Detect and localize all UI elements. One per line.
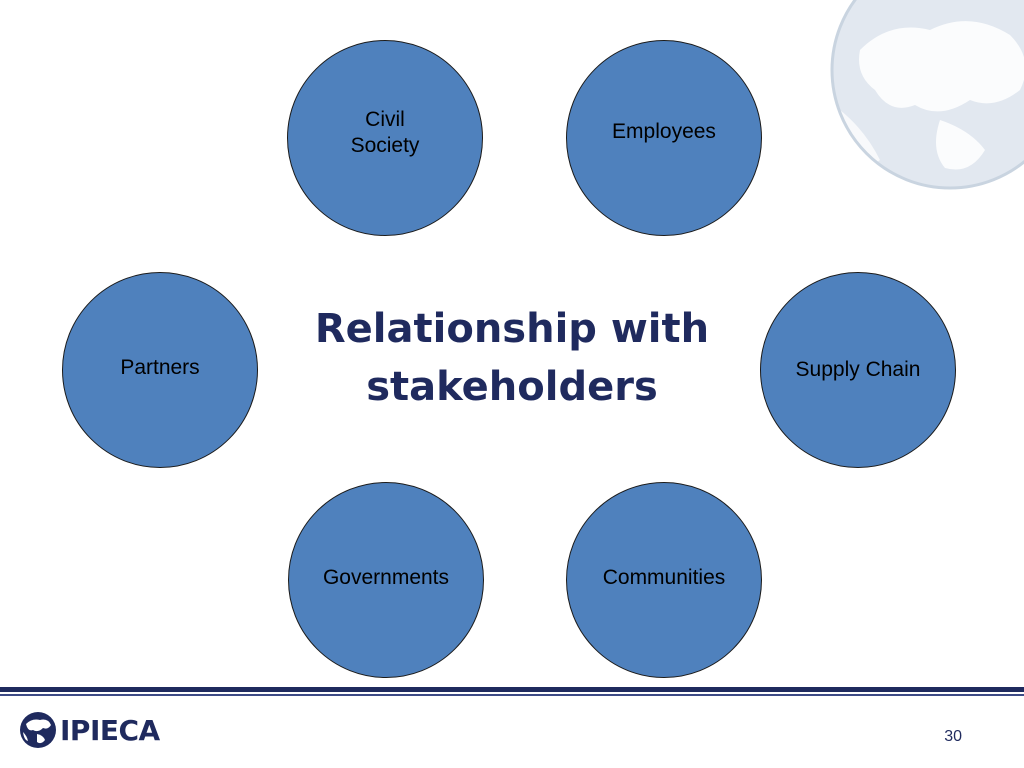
stakeholder-node-governments: Governments — [288, 482, 484, 678]
stakeholder-label: Supply Chain — [795, 358, 921, 381]
footer-divider-thin — [0, 694, 1024, 696]
ipieca-logo: IPIECA — [18, 708, 160, 752]
stakeholder-node-supply-chain: Supply Chain — [760, 272, 956, 468]
globe-icon — [20, 712, 56, 748]
globe-watermark-icon — [830, 0, 1024, 190]
stakeholder-label: Employees — [612, 120, 716, 143]
slide-title: Relationship with stakeholders — [314, 306, 710, 410]
footer-divider — [0, 687, 1024, 692]
logo-text: IPIECA — [60, 713, 160, 747]
stakeholder-node-communities: Communities — [566, 482, 762, 678]
stakeholder-label: Partners — [120, 356, 200, 379]
stakeholder-label: Civil Society — [350, 108, 420, 157]
stakeholder-label: Governments — [322, 566, 450, 589]
page-number: 30 — [944, 728, 962, 745]
stakeholder-node-partners: Partners — [62, 272, 258, 468]
stakeholder-label: Communities — [602, 566, 726, 589]
stakeholder-node-civil-society: Civil Society — [287, 40, 483, 236]
stakeholder-node-employees: Employees — [566, 40, 762, 236]
